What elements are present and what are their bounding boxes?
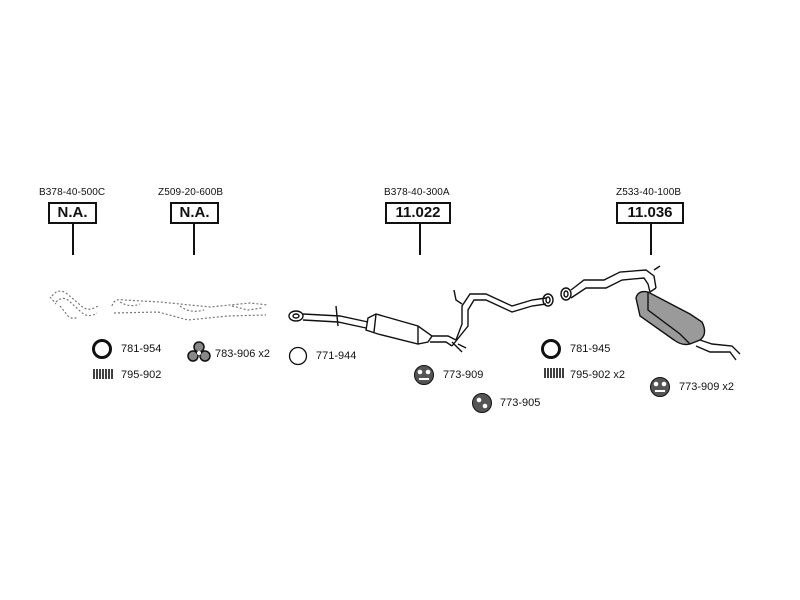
gasket-ring-icon[interactable]: [540, 338, 562, 360]
leader-line: [650, 224, 652, 255]
assembly-code: Z509-20-600B: [158, 187, 224, 198]
rubber-mount-icon[interactable]: [413, 364, 435, 386]
part-number: 781-954: [121, 343, 162, 355]
part-number: 773-909: [443, 369, 484, 381]
rubber-hanger-icon[interactable]: [187, 340, 211, 364]
leader-line: [193, 224, 195, 255]
part-number: 795-902: [121, 369, 162, 381]
intermediate-pipe-drawing[interactable]: [111, 299, 269, 321]
rear-muffler-drawing[interactable]: [560, 265, 741, 361]
price-box[interactable]: 11.022: [385, 202, 451, 224]
catalytic-section-drawing[interactable]: [288, 289, 554, 353]
part-number: 773-909 x2: [679, 381, 735, 393]
part-number: 795-902 x2: [570, 369, 626, 381]
leader-line: [419, 224, 421, 255]
price-box[interactable]: 11.036: [616, 202, 684, 224]
assembly-code: Z533-40-100B: [616, 187, 682, 198]
part-number: 773-905: [500, 397, 541, 409]
part-number: 783-906 x2: [215, 348, 271, 360]
leader-line: [72, 224, 74, 255]
rubber-mount-icon[interactable]: [649, 376, 671, 398]
assembly-code: B378-40-300A: [384, 187, 450, 198]
price-box[interactable]: N.A.: [170, 202, 219, 224]
seal-ring-icon[interactable]: [287, 345, 309, 367]
rubber-mount-icon[interactable]: [471, 392, 493, 414]
assembly-code: B378-40-500C: [39, 187, 106, 198]
part-number: 771-944: [316, 350, 357, 362]
spring-icon[interactable]: [92, 367, 114, 381]
part-number: 781-945: [570, 343, 611, 355]
spring-icon[interactable]: [543, 366, 565, 380]
gasket-ring-icon[interactable]: [91, 338, 113, 360]
price-box[interactable]: N.A.: [48, 202, 97, 224]
front-pipe-drawing[interactable]: [49, 290, 99, 319]
